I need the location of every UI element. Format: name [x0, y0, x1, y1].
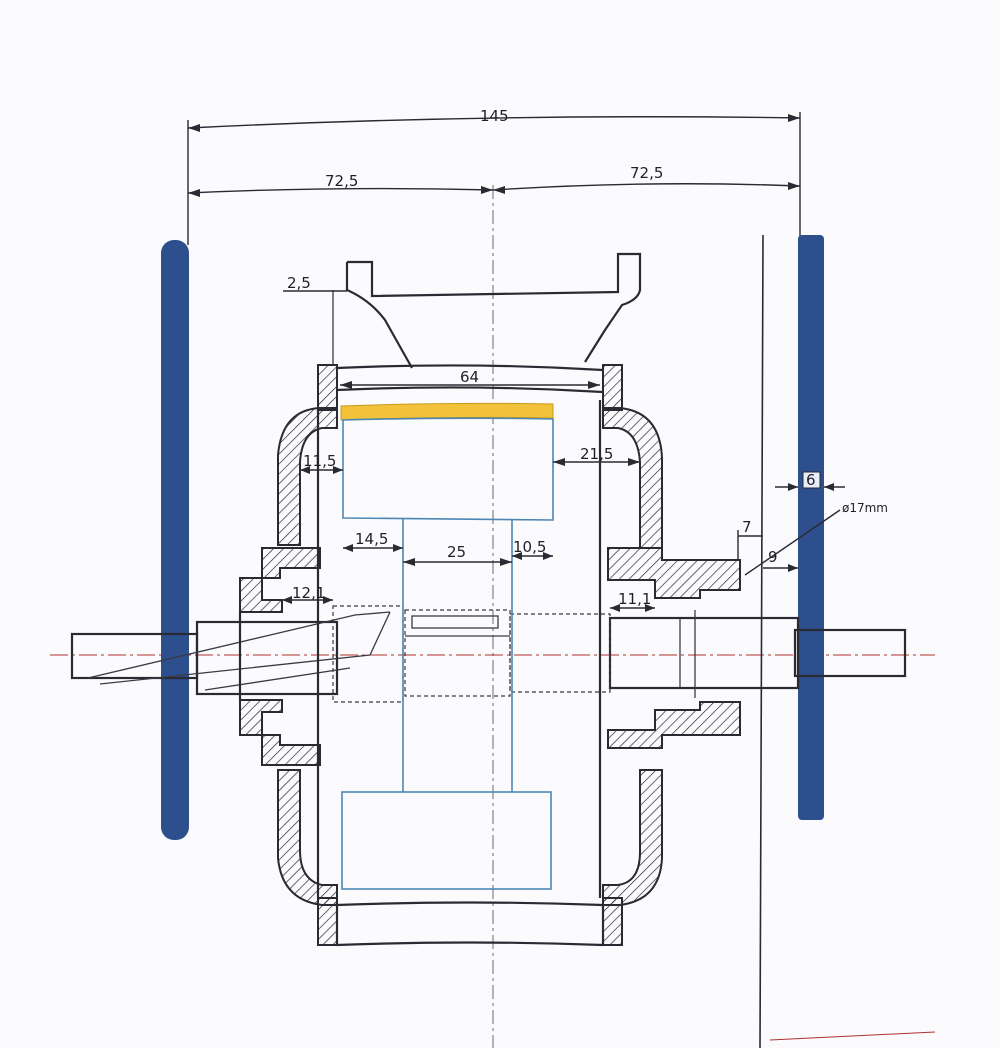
dim-64-label: 64: [460, 368, 479, 386]
dim-25: 25: [403, 543, 512, 566]
dim-12-1: 12,1: [282, 584, 333, 604]
axle-diameter-callout: ø17mm: [744, 501, 888, 576]
dim-21-5: 21,5: [553, 445, 640, 466]
dim-11-1: 11,1: [610, 590, 655, 612]
dim-9-label: 9: [768, 548, 778, 566]
left-frame-dropout: [161, 240, 189, 840]
dim-21-5-label: 21,5: [580, 445, 613, 463]
dim-6-label: 6: [806, 471, 816, 489]
rim: [335, 364, 605, 947]
dim-12-1-label: 12,1: [292, 584, 325, 602]
dim-6: 6: [775, 471, 845, 491]
dim-7: 7: [737, 518, 763, 560]
dim-10-5: 10,5: [512, 538, 553, 560]
dim-10-5-label: 10,5: [513, 538, 546, 556]
dim-14-5-label: 14,5: [355, 530, 388, 548]
stator: [341, 417, 554, 890]
top-bracket: [332, 252, 642, 369]
dim-72-5-left-label: 72,5: [325, 172, 358, 190]
dim-64: 64: [340, 368, 600, 389]
dim-72-5-right-label: 72,5: [630, 164, 663, 182]
dim-7-label: 7: [742, 518, 752, 536]
dim-11-5: 11,5: [300, 452, 343, 474]
dim-11-1-label: 11,1: [618, 590, 651, 608]
dim-11-5-label: 11,5: [303, 452, 336, 470]
right-frame-dropout: [798, 235, 824, 820]
dim-2-5: 2,5: [283, 274, 347, 292]
hub-housing: [238, 364, 741, 946]
bottom-rule: [769, 1031, 936, 1041]
dim-9: 9: [763, 548, 798, 572]
dim-145-label: 145: [480, 107, 509, 125]
dimension-halves: 72,5 72,5: [187, 164, 801, 197]
dimension-overall: 145: [187, 107, 801, 245]
frame-reference-line: [759, 234, 764, 1048]
axle-diameter-label: ø17mm: [842, 501, 888, 515]
axle: [70, 605, 907, 703]
dim-2-5-label: 2,5: [287, 274, 311, 292]
dim-25-label: 25: [447, 543, 466, 561]
dim-14-5: 14,5: [343, 530, 403, 552]
